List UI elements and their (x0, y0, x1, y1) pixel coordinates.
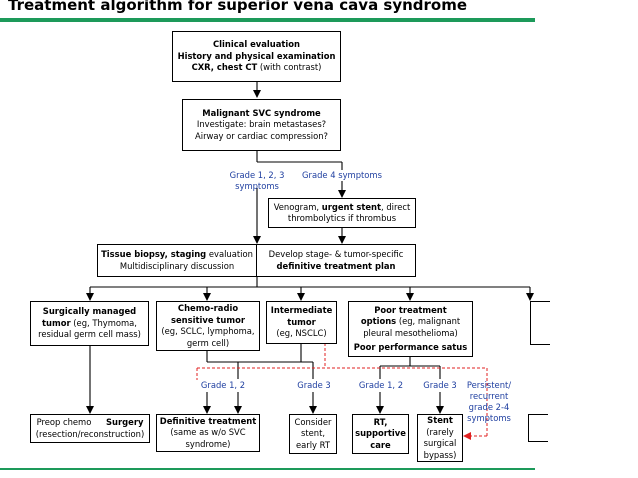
node-tissue-biopsy: Tissue biopsy, staging evaluation Multid… (97, 244, 257, 277)
node-develop-plan: Develop stage- & tumor-specific definiti… (256, 244, 416, 277)
node-clinical-evaluation: Clinical evaluation History and physical… (172, 31, 341, 82)
top-divider (0, 18, 535, 22)
label-grade-3-b: Grade 3 (423, 380, 457, 390)
label-grade-4: Grade 4 symptoms (302, 170, 382, 180)
node-surgical-tumor: Surgically managed tumor (eg, Thymoma, r… (30, 301, 149, 346)
page-title: Treatment algorithm for superior vena ca… (8, 0, 468, 14)
node-preop-surgery: Preop chemo Surgery (resection/reconstru… (30, 414, 150, 443)
label-grade-3-a: Grade 3 (297, 380, 331, 390)
node-poor-options: Poor treatment options (eg, malignant pl… (348, 301, 473, 357)
node-consider-stent: Consider stent, early RT (289, 414, 337, 454)
node-partial-right-bottom (528, 414, 548, 442)
node-partial-right (530, 301, 550, 345)
node-malignant-svc: Malignant SVC syndrome Investigate: brai… (182, 99, 341, 151)
label-persistent: Persistent/ recurrent grade 2-4 symptoms (466, 380, 512, 423)
label-grade-1-2-b: Grade 1, 2 (358, 380, 404, 390)
bottom-divider (0, 468, 535, 470)
label-grade-1-2-a: Grade 1, 2 (200, 380, 246, 390)
node-chemo-radio-tumor: Chemo-radio sensitive tumor (eg, SCLC, l… (156, 301, 260, 351)
node-rt-supportive: RT, supportive care (352, 414, 409, 454)
node-venogram: Venogram, urgent stent, direct thromboly… (268, 198, 416, 228)
label-grade-1-2-3: Grade 1, 2, 3 symptoms (229, 170, 285, 191)
node-stent: Stent (rarely surgical bypass) (417, 414, 463, 462)
node-definitive-treatment: Definitive treatment (same as w/o SVC sy… (156, 414, 260, 452)
node-intermediate-tumor: Intermediate tumor (eg, NSCLC) (266, 301, 337, 344)
